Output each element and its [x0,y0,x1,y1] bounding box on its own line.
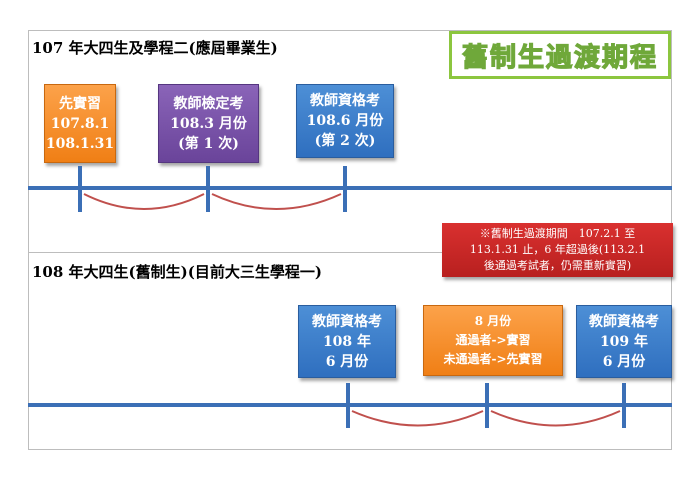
period-arc [211,193,342,210]
box-line: 未通過者->先實習 [443,352,543,366]
box-teacher-certification-exam: 教師檢定考 108.3 月份 (第 1 次) [158,84,259,163]
box-line: 6 月份 [325,353,369,370]
transition-period-note: ※舊制生過渡期間 107.2.1 至 113.1.31 止，6 年超過後(113… [442,223,673,277]
box-line: 教師檢定考 [173,95,244,112]
box-line: (第 1 次) [178,135,239,152]
box-line: 先實習 [59,95,101,112]
box-teacher-qualification-exam-109: 教師資格考 109 年 6 月份 [576,305,672,378]
box-line: 教師資格考 [312,313,382,330]
box-line: 107.8.1 [50,115,110,132]
box-line: 8 月份 [474,314,512,328]
note-line: ※舊制生過渡期間 107.2.1 至 [479,227,636,240]
box-line: 通過者->實習 [455,333,531,347]
box-line: 教師資格考 [589,313,659,330]
box-line: 109 年 [599,333,649,350]
timeline-1 [28,166,672,212]
box-pre-internship: 先實習 107.8.1 108.1.31 [44,84,116,163]
timeline-2 [28,383,672,428]
period-arc [83,193,205,210]
box-teacher-qualification-exam-108: 教師資格考 108 年 6 月份 [298,305,396,378]
box-line: 108 年 [322,333,372,350]
note-line: 後通過考試者，仍需重新實習) [483,259,632,272]
box-line: 6 月份 [602,353,646,370]
section1-heading: 107 年大四生及學程二(應屆畢業生) [32,39,278,57]
box-line: 108.3 月份 [170,115,247,132]
period-arc [490,410,621,427]
box-line: 108.6 月份 [306,113,384,129]
diagram-title: 舊制生過渡期程 [449,31,671,79]
box-teacher-qualification-exam-1: 教師資格考 108.6 月份 (第 2 次) [296,84,394,158]
period-arc [351,410,484,427]
note-line: 113.1.31 止，6 年超過後(113.2.1 [469,243,646,256]
section2-heading: 108 年大四生(舊制生)(目前大三生學程一) [32,263,322,281]
box-line: 教師資格考 [310,93,380,109]
section-divider [28,252,672,253]
box-line: (第 2 次) [314,133,376,149]
box-line: 108.1.31 [45,135,115,152]
box-august-internship: 8 月份 通過者->實習 未通過者->先實習 [423,305,563,376]
